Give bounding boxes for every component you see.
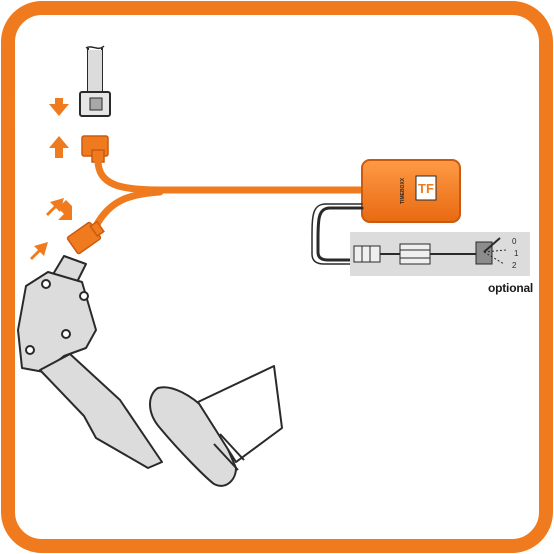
arrow-down-icon [49, 98, 69, 116]
original-cable [85, 45, 105, 92]
adapter-cable [92, 156, 374, 230]
optional-switch-panel: 0 1 2 [350, 232, 530, 276]
foot-illustration [149, 365, 283, 487]
switch-position-0: 0 [512, 237, 517, 246]
box-logo-monogram: TF [418, 181, 434, 196]
original-connector [79, 91, 111, 117]
adapter-connector-top [81, 135, 109, 163]
optional-label: optional [488, 281, 534, 295]
adapter-connector-bottom [66, 220, 105, 255]
control-box: TF TIMEBOXX [361, 159, 461, 223]
arrow-up-icon [49, 136, 69, 158]
arrow-diagonal-out-icon [30, 242, 48, 260]
switch-position-1: 1 [514, 249, 519, 258]
arrow-diagonal-in-icon [46, 198, 72, 220]
pedal-assembly [17, 255, 163, 469]
box-logo-brand: TIMEBOXX [400, 177, 406, 204]
switch-cable [311, 203, 364, 265]
switch-position-2: 2 [512, 261, 517, 270]
